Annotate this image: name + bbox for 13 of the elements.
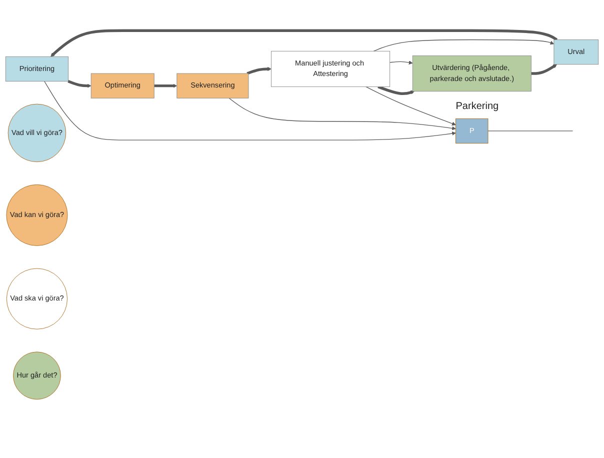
arrow (366, 86, 456, 126)
node-caption: Parkering (456, 100, 499, 112)
arrow (373, 39, 554, 52)
connector (488, 130, 574, 132)
arrow (154, 84, 178, 88)
arrow (44, 80, 456, 140)
arrow (531, 64, 558, 75)
arrow (228, 98, 456, 130)
arrow (378, 85, 415, 96)
arrow (246, 66, 272, 75)
arrow (389, 60, 413, 65)
arrow (68, 80, 92, 88)
arrow (50, 29, 558, 57)
